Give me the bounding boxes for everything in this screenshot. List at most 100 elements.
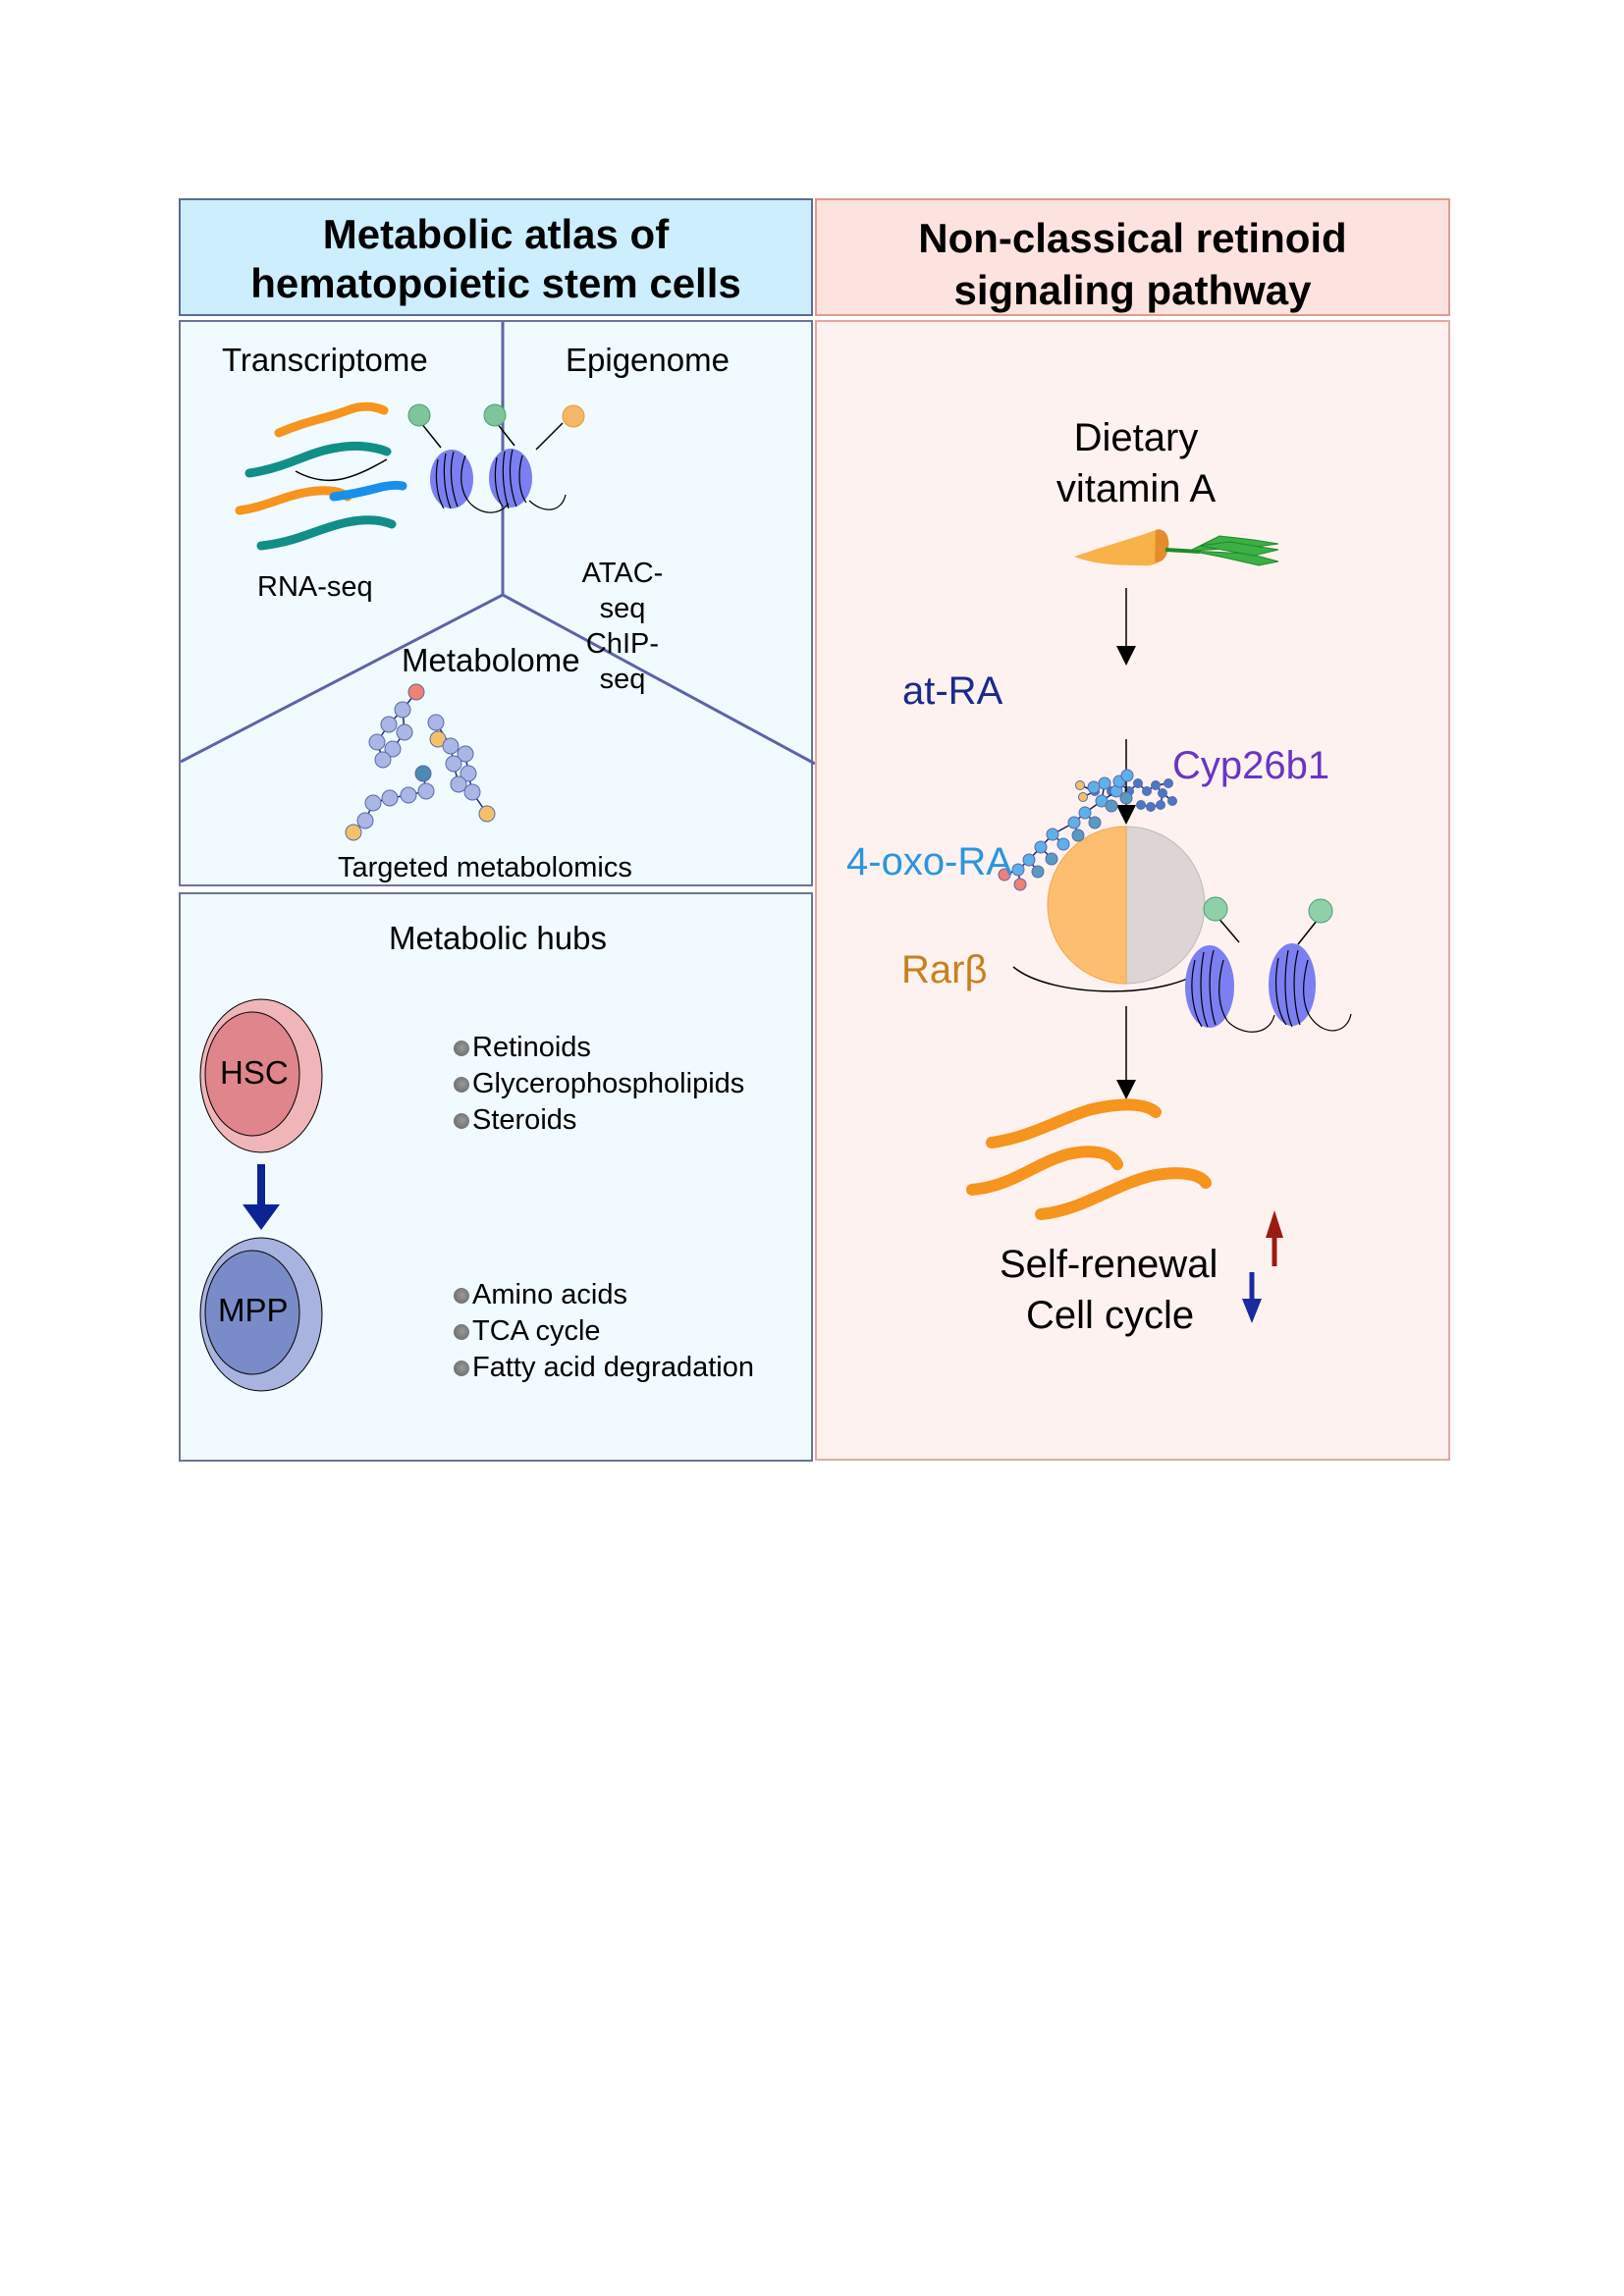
epigenome-title: Epigenome	[566, 342, 730, 378]
source-line1: Dietary	[1073, 416, 1199, 459]
list-item: TCA cycle	[454, 1313, 754, 1350]
atom	[417, 782, 435, 800]
atom	[1045, 852, 1058, 866]
atac-seq-label: ATAC-seq	[581, 558, 664, 624]
hsc-nucleus	[204, 1011, 300, 1137]
atom	[1088, 816, 1102, 829]
bullet-icon	[454, 1287, 469, 1304]
atom	[1151, 780, 1161, 790]
atom	[374, 751, 392, 769]
atom	[1087, 780, 1101, 794]
atom	[1031, 865, 1045, 879]
arrow-head-icon	[1116, 1080, 1136, 1099]
atom	[345, 824, 362, 841]
atom	[1098, 776, 1111, 790]
rna-seq-label: RNA-seq	[257, 571, 373, 603]
atom	[1078, 792, 1088, 802]
atom	[368, 733, 386, 751]
right-title-line2: signaling pathway	[953, 267, 1312, 313]
left-title-line1: Metabolic atlas of	[322, 211, 670, 257]
atom	[1078, 806, 1092, 820]
atom	[429, 730, 447, 748]
nucleosome-icon	[1269, 943, 1316, 1026]
rar-beta-label: Rarβ	[901, 948, 988, 991]
epigenome-methods: ATAC-seq ChIP-seq	[564, 556, 681, 697]
atom	[407, 683, 425, 701]
left-title-line2: hematopoietic stem cells	[250, 260, 741, 306]
atom	[1136, 800, 1146, 810]
atom	[1034, 840, 1048, 854]
item-label: Amino acids	[472, 1279, 627, 1310]
atom	[364, 794, 382, 812]
item-label: Fatty acid degradation	[472, 1352, 754, 1383]
transcriptome-title: Transcriptome	[222, 342, 428, 378]
differentiation-arrow-head	[243, 1204, 280, 1230]
atom	[1133, 778, 1143, 788]
atom	[1156, 800, 1165, 810]
metabolome-title: Metabolome	[402, 642, 580, 678]
atom	[1167, 796, 1177, 806]
metabolic-hubs-title: Metabolic hubs	[389, 920, 607, 956]
atom	[1056, 837, 1070, 851]
right-panel-title: Non-classical retinoid signaling pathway	[817, 212, 1448, 316]
atom	[442, 737, 460, 755]
atom	[1011, 863, 1025, 877]
dietary-vitamin-a-label: Dietary vitamin A	[1018, 412, 1254, 514]
item-label: Steroids	[472, 1104, 577, 1136]
atom	[1105, 799, 1118, 813]
atom	[427, 714, 445, 731]
atom	[457, 745, 474, 763]
atom	[414, 765, 432, 782]
list-item: Fatty acid degradation	[454, 1350, 754, 1386]
omics-panel: Transcriptome RNA-seq Epigenome ATAC-seq…	[179, 320, 816, 886]
divider-chevron	[180, 593, 816, 766]
atom	[384, 740, 402, 758]
targeted-metabolomics-label: Targeted metabolomics	[338, 852, 632, 883]
atom	[445, 755, 462, 773]
atom	[478, 805, 496, 823]
atom	[460, 765, 477, 782]
atom	[1046, 828, 1059, 841]
list-item: Glycerophospholipids	[454, 1066, 744, 1102]
atom	[1158, 788, 1167, 798]
bullet-icon	[454, 1040, 469, 1056]
mpp-label: MPP	[218, 1292, 289, 1328]
atom	[1075, 780, 1085, 790]
item-label: Glycerophospholipids	[472, 1068, 745, 1099]
list-item: Steroids	[454, 1102, 744, 1139]
4-oxo-ra-label: 4-oxo-RA	[846, 840, 1012, 883]
hsc-label: HSC	[220, 1054, 289, 1091]
atom	[1067, 816, 1081, 829]
rar-beta-half	[1047, 826, 1127, 985]
cell-diagram	[199, 998, 323, 1392]
atom	[450, 775, 467, 793]
atom	[381, 789, 399, 807]
rna-strands-icon	[235, 401, 407, 551]
atom	[396, 723, 413, 741]
chip-seq-label: ChIP-seq	[585, 628, 660, 695]
right-title-line1: Non-classical retinoid	[918, 215, 1347, 261]
pathway-graphics	[966, 529, 1352, 1323]
bullet-icon	[454, 1360, 469, 1376]
arrow-head-icon	[1116, 805, 1136, 825]
bullet-icon	[454, 1076, 469, 1093]
histone-mark-icon	[1203, 896, 1228, 922]
nucleosome-icon	[295, 403, 585, 513]
list-item: Retinoids	[454, 1030, 744, 1066]
list-item: Amino acids	[454, 1277, 754, 1313]
right-panel-header: Non-classical retinoid signaling pathway	[815, 198, 1450, 316]
at-ra-label: at-RA	[902, 669, 1003, 713]
histone-mark-icon	[1308, 898, 1333, 924]
transcripts-icon	[966, 1098, 1212, 1220]
carrot-icon	[1074, 529, 1279, 566]
down-arrow-icon	[1242, 1299, 1262, 1323]
atom	[394, 701, 411, 719]
up-arrow-icon	[1266, 1210, 1283, 1238]
cell-cycle-label: Cell cycle	[1026, 1294, 1195, 1337]
4-oxo-ra-molecule-icon	[998, 769, 1134, 891]
source-line2: vitamin A	[1056, 467, 1217, 510]
mpp-nucleus	[204, 1250, 300, 1375]
atom	[380, 716, 398, 733]
left-panel-title: Metabolic atlas of hematopoietic stem ce…	[181, 210, 811, 308]
retinoid-pathway-panel: Dietary vitamin A	[815, 320, 1450, 1461]
